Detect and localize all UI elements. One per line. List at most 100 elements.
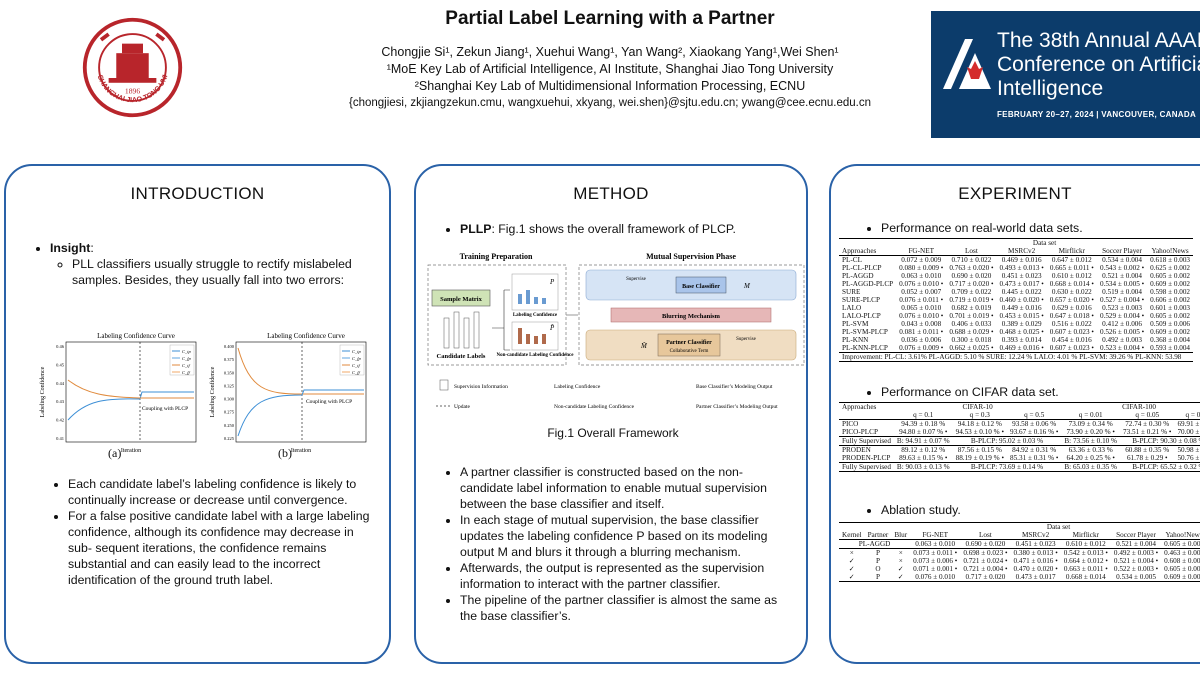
table-cell: 0.073 ± 0.006 • bbox=[913, 557, 958, 565]
aaai-line-1: The 38th Annual AAAI bbox=[997, 29, 1200, 52]
table-cell: 0.063 ± 0.010 bbox=[915, 540, 956, 548]
table-row-label: PICO bbox=[842, 420, 859, 428]
plot-legend-label: C_ff bbox=[352, 370, 361, 375]
table3-title: Ablation study. bbox=[881, 502, 1200, 518]
q-header: q = 0.1 bbox=[913, 411, 934, 419]
table-cell: 0.690 ± 0.020 bbox=[965, 540, 1006, 548]
cifar100-header: CIFAR-100 bbox=[1122, 403, 1156, 411]
table-cell: 0.719 ± 0.019 • bbox=[949, 296, 994, 304]
table-cell: 73.09 ± 0.34 % bbox=[1068, 420, 1113, 428]
table-cell: 0.668 ± 0.014 bbox=[1065, 573, 1106, 581]
table-group-row: Data set bbox=[839, 522, 1200, 532]
table-cell: 0.605 ± 0.002 bbox=[1150, 312, 1191, 320]
table-cell: 0.543 ± 0.002 • bbox=[1099, 264, 1145, 272]
table-cell: 0.668 ± 0.014 • bbox=[1049, 280, 1094, 288]
confidence-plot-b: Labeling Confidence Curve 0.4000.3750.35… bbox=[209, 332, 367, 454]
plot-b-label: (b) bbox=[278, 446, 292, 460]
table-cell-empty bbox=[839, 239, 896, 248]
table-cell: ✓ bbox=[848, 557, 855, 565]
table1-title: Performance on real-world data sets. bbox=[881, 220, 1200, 236]
plot-legend-label: C_fp bbox=[352, 356, 362, 361]
fig-blurring-label: Blurring Mechanism bbox=[662, 313, 721, 320]
table-cell: B-PLCP: 90.30 ± 0.08 % bbox=[1132, 437, 1200, 445]
affiliation-1: ¹MoE Key Lab of Artificial Intelligence,… bbox=[386, 62, 834, 76]
table-cell: 0.076 ± 0.011 • bbox=[899, 296, 944, 304]
table-row-label: PL-CL bbox=[842, 256, 862, 264]
method-heading: METHOD bbox=[573, 184, 649, 203]
table-cell: 0.451 ± 0.023 bbox=[1015, 540, 1056, 548]
table-cell: 0.516 ± 0.022 bbox=[1051, 320, 1092, 328]
table-cell: ✓ bbox=[897, 565, 904, 573]
fig-noncand-label: Non-candidate Labeling Confidence bbox=[497, 353, 575, 358]
table-cell: 64.20 ± 0.25 % • bbox=[1066, 454, 1115, 462]
table-cell: 0.380 ± 0.013 • bbox=[1013, 549, 1058, 557]
plot-a-title: Labeling Confidence Curve bbox=[97, 332, 175, 340]
plot-a-curve-orange bbox=[67, 379, 194, 399]
table-cell: 0.682 ± 0.019 bbox=[951, 304, 992, 312]
fig-partner-classifier bbox=[657, 333, 721, 357]
table-cell-empty bbox=[839, 523, 910, 532]
aaai-dates: FEBRUARY 20–27, 2024 | VANCOUVER, CANADA bbox=[997, 110, 1197, 119]
table-cell: 0.065 ± 0.010 bbox=[901, 304, 942, 312]
plot-ytick-label: 0.300 bbox=[224, 397, 235, 402]
table-cell: 0.449 ± 0.016 bbox=[1001, 304, 1042, 312]
plot-legend-label: C_tf bbox=[352, 363, 361, 368]
table-cell: O bbox=[875, 565, 881, 573]
table-cell: 89.63 ± 0.15 % • bbox=[899, 454, 948, 462]
table-cell: 0.451 ± 0.023 bbox=[1001, 272, 1042, 280]
plot-ytick-label: 0.41 bbox=[56, 436, 64, 441]
q-header: q = 0.3 bbox=[969, 411, 990, 419]
fig-lc-bar-4 bbox=[542, 298, 546, 304]
table-cell: 0.076 ± 0.010 • bbox=[899, 280, 944, 288]
insight-label: Insight bbox=[50, 241, 91, 255]
table-cell: 0.605 ± 0.002 bbox=[1164, 565, 1200, 573]
plot-b-frame bbox=[235, 341, 367, 443]
plot-ytick-label: 0.45 bbox=[56, 362, 65, 367]
t2-title-block: Performance on CIFAR data set. bbox=[863, 384, 1200, 400]
table-row-label: Fully Supervised bbox=[842, 437, 891, 445]
aaai-logo-icon bbox=[943, 39, 991, 89]
plot-legend-box bbox=[169, 344, 195, 376]
table-cell: 0.709 ± 0.022 bbox=[951, 288, 992, 296]
table-col-header: Yahoo!News bbox=[1151, 247, 1189, 255]
table-cell: 0.492 ± 0.003 bbox=[1102, 336, 1142, 344]
q-header: q = 0.05 bbox=[1135, 411, 1160, 419]
confidence-plot-a: Labeling Confidence Curve 0.460.450.440.… bbox=[39, 332, 197, 454]
table-cell: 93.67 ± 0.16 % • bbox=[1009, 428, 1059, 436]
table-col-header: FG-NET bbox=[922, 531, 948, 539]
plot-legend-label: C_ff bbox=[182, 370, 191, 375]
table-cell: 50.98 ± 0.74 bbox=[1177, 446, 1200, 454]
table-col-header: Soccer Player bbox=[1116, 531, 1156, 539]
fig-legend-partner-out: Partner Classifier’s Modeling Output bbox=[696, 403, 778, 410]
method-bullet-3: Afterwards, the output is represented as… bbox=[460, 560, 782, 592]
fig-sample-matrix bbox=[431, 289, 491, 307]
table-col-header: Kernel bbox=[842, 531, 862, 539]
plot-b-xlabel: Iteration bbox=[291, 448, 311, 454]
table-row-label: PL-AGGD bbox=[842, 272, 874, 280]
fig-legend-base-out: Base Classifier’s Modeling Output bbox=[696, 383, 773, 390]
method-bullets: A partner classifier is constructed base… bbox=[442, 464, 782, 624]
fig-base-classifier bbox=[675, 276, 727, 294]
table-cell: B-PLCP: 95.02 ± 0.03 % bbox=[970, 437, 1044, 445]
fig-partner-label: Partner Classifier bbox=[666, 340, 712, 346]
logo-year: 1896 bbox=[125, 86, 140, 95]
table-cell: 0.071 ± 0.001 • bbox=[913, 565, 958, 573]
table-cell: 94.39 ± 0.18 % bbox=[901, 420, 946, 428]
plot-legend-label: C_fp bbox=[182, 356, 192, 361]
table-cell: 0.406 ± 0.033 bbox=[951, 320, 992, 328]
plot-a-yticks: 0.460.450.440.430.420.41 bbox=[56, 344, 65, 441]
table-cell: 0.710 ± 0.022 bbox=[951, 256, 992, 264]
table-cell: 73.90 ± 0.20 % • bbox=[1066, 428, 1115, 436]
plot-legend-label: C_tf bbox=[182, 363, 191, 368]
plot-ytick-label: 0.325 bbox=[224, 383, 235, 388]
